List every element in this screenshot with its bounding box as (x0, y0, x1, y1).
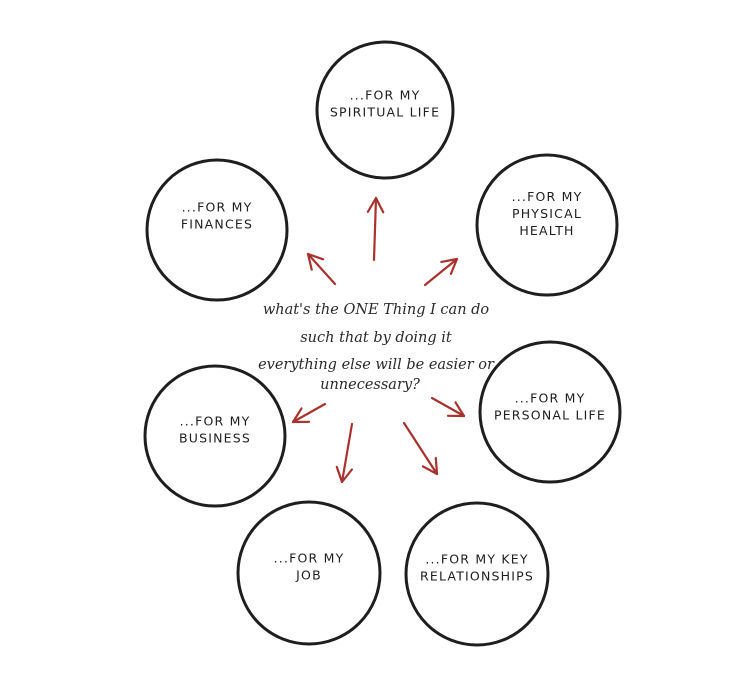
question-line-4: unnecessary? (320, 377, 420, 393)
arrow-5 (335, 422, 354, 484)
arrow-layer (291, 196, 466, 484)
node-label-line: PERSONAL LIFE (494, 408, 606, 423)
arrow-head (366, 196, 385, 214)
node-personal: ...FOR MY PERSONAL LIFE (478, 340, 622, 484)
arrow-shaft (402, 421, 439, 476)
node-label-line: ...FOR MY (350, 88, 421, 103)
question-line-3: everything else will be easier or (258, 357, 495, 373)
node-label-line: ...FOR MY KEY (425, 552, 528, 567)
node-label-line: RELATIONSHIPS (420, 569, 534, 584)
arrow-shaft (423, 257, 459, 287)
node-label-line: FINANCES (181, 217, 253, 232)
center-question: what's the ONE Thing I can do such that … (258, 302, 495, 393)
node-label-line: ...FOR MY (180, 414, 251, 429)
arrow-2 (423, 257, 459, 287)
node-circle (236, 500, 382, 646)
node-business: ...FOR MY BUSINESS (143, 364, 287, 508)
node-relationships: ...FOR MY KEY RELATIONSHIPS (404, 501, 550, 647)
arrow-shaft (291, 402, 327, 424)
arrow-head (306, 252, 325, 271)
node-physical: ...FOR MY PHYSICAL HEALTH (475, 153, 619, 297)
node-circle (145, 158, 289, 302)
arrow-4 (402, 421, 439, 476)
node-label-line: ...FOR MY (515, 391, 586, 406)
node-label-line: SPIRITUAL LIFE (330, 105, 440, 120)
arrow-shaft (372, 196, 378, 262)
node-label-line: HEALTH (519, 223, 574, 238)
node-label-line: JOB (295, 568, 322, 583)
arrow-shaft (306, 252, 337, 286)
arrow-6 (291, 402, 327, 424)
node-circle (404, 501, 550, 647)
arrow-head (446, 401, 466, 418)
arrow-head (291, 407, 311, 424)
node-label-line: ...FOR MY (182, 200, 253, 215)
node-circle (478, 340, 622, 484)
arrow-head (335, 465, 353, 484)
node-finances: ...FOR MY FINANCES (145, 158, 289, 302)
arrow-7 (306, 252, 337, 286)
node-label-line: PHYSICAL (512, 206, 582, 221)
question-line-2: such that by doing it (300, 330, 452, 346)
arrow-3 (430, 396, 466, 418)
node-label-line: ...FOR MY (274, 551, 345, 566)
circle-layer: ...FOR MY SPIRITUAL LIFE ...FOR MY PHYSICAL… (143, 40, 622, 647)
node-job: ...FOR MY JOB (236, 500, 382, 646)
arrow-shaft (430, 396, 466, 418)
question-line-1: what's the ONE Thing I can do (263, 302, 490, 318)
node-spiritual: ...FOR MY SPIRITUAL LIFE (315, 40, 455, 180)
node-label-line: BUSINESS (179, 431, 251, 446)
node-circle (143, 364, 287, 508)
arrow-head (440, 257, 459, 275)
arrow-1 (366, 196, 385, 262)
node-circle (475, 153, 619, 297)
arrow-shaft (340, 422, 354, 484)
arrow-head (421, 456, 439, 476)
node-label-line: ...FOR MY (512, 189, 583, 204)
node-circle (315, 40, 455, 180)
